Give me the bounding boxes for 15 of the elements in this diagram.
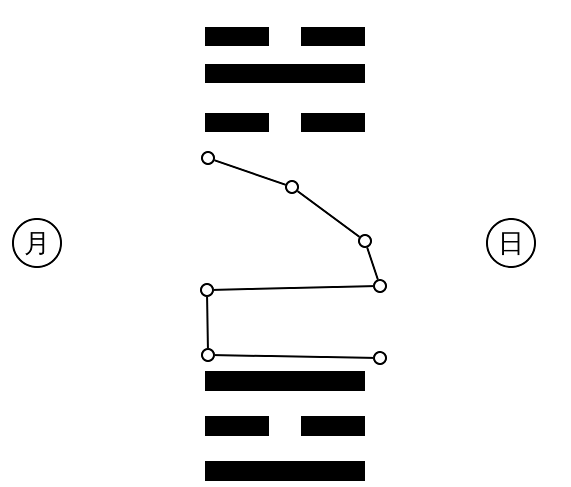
dot-marker	[373, 279, 387, 293]
connector-line	[366, 247, 379, 280]
connector-line	[214, 354, 374, 359]
connector-line	[214, 159, 286, 186]
dot-marker	[373, 351, 387, 365]
circled-character: 日	[486, 218, 536, 268]
dot-marker	[201, 151, 215, 165]
circled-character: 月	[12, 218, 62, 268]
connector-line	[214, 285, 374, 291]
dot-marker	[285, 180, 299, 194]
dot-marker	[201, 348, 215, 362]
connector-line	[297, 190, 360, 238]
dot-marker	[200, 283, 214, 297]
dot-marker	[358, 234, 372, 248]
connector-line	[206, 296, 209, 348]
